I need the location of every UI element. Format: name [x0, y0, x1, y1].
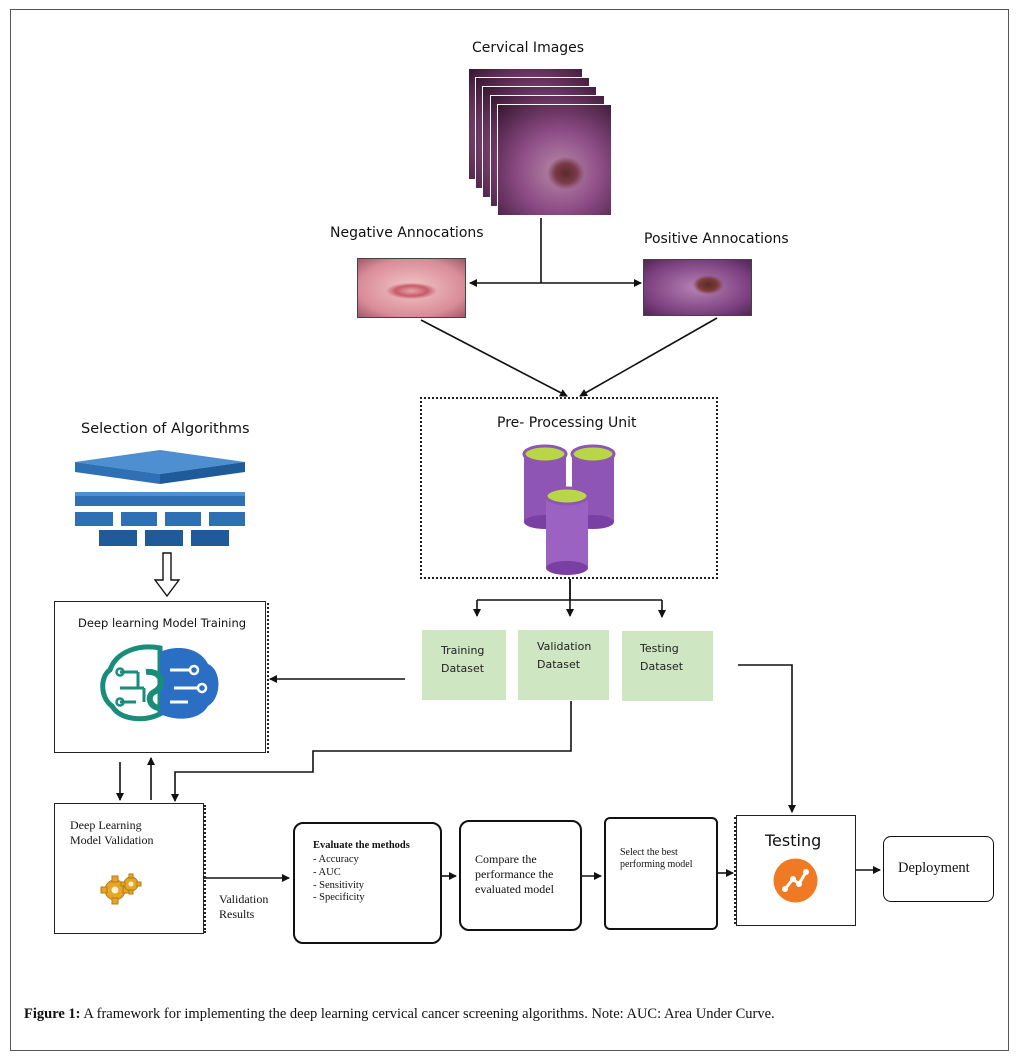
negative-annotation-image [357, 258, 466, 318]
caption-prefix: Figure 1: [24, 1006, 81, 1022]
model-validation-box [54, 803, 204, 934]
training-dataset-line1: Training [441, 644, 485, 657]
figure-caption: Figure 1: A framework for implementing t… [24, 1006, 775, 1023]
metric-sensitivity: - Sensitivity [313, 879, 365, 891]
positive-annotation-image [643, 259, 752, 316]
deployment-label: Deployment [898, 860, 970, 876]
model-validation-label: Deep Learning Model Validation [70, 818, 153, 848]
metric-specificity: - Specificity [313, 892, 365, 904]
testing-box-dotted-edge [734, 817, 738, 924]
figure-frame [10, 9, 1009, 1051]
deployment-box: Deployment [883, 836, 994, 902]
negative-to-preprocessing-arrow [420, 319, 568, 397]
negative-annotations-label: Negative Annocations [330, 225, 484, 241]
validation-results-line1: Validation [219, 892, 269, 906]
cervical-images-stack [468, 68, 612, 218]
evaluate-methods-title: Evaluate the methods [313, 840, 410, 851]
training-dataset-line2: Dataset [441, 662, 485, 675]
validation-dataset-to-validation-arrow [171, 701, 572, 802]
compare-performance-text: Compare the performance the evaluated mo… [475, 852, 554, 897]
metric-auc: - AUC [313, 866, 341, 878]
selection-algorithms-label: Selection of Algorithms [81, 421, 250, 437]
validation-results-line2: Results [219, 907, 255, 921]
compare-line3: evaluated model [475, 882, 554, 896]
caption-text: A framework for implementing the deep le… [80, 1006, 775, 1022]
validation-box-dotted-edge [201, 805, 206, 933]
model-validation-line1: Deep Learning [70, 818, 142, 832]
preprocessing-unit-box [420, 397, 718, 579]
cervical-images-label: Cervical Images [472, 40, 585, 56]
positive-to-preprocessing-arrow [579, 317, 718, 397]
selection-to-training-hollow-arrow [153, 552, 181, 598]
select-line1: Select the best [620, 847, 678, 858]
validation-dataset-box: Validation Dataset [518, 630, 609, 700]
database-cylinders-icon [522, 444, 616, 575]
testing-dataset-to-testing-arrow [738, 664, 796, 813]
validation-results-label: Validation Results [219, 892, 268, 922]
compare-performance-box: Compare the performance the evaluated mo… [459, 820, 582, 931]
testing-analytics-icon [773, 858, 818, 903]
testing-dataset-line1: Testing [640, 642, 679, 655]
positive-annotations-label: Positive Annocations [644, 231, 789, 247]
algorithm-layers-icon [75, 450, 245, 546]
model-training-label: Deep learning Model Training [78, 616, 247, 630]
preprocessing-unit-label: Pre- Processing Unit [497, 415, 637, 431]
metric-accuracy: - Accuracy [313, 854, 359, 865]
select-best-model-box: Select the best performing model [604, 817, 718, 930]
testing-dataset-line2: Dataset [640, 660, 684, 673]
select-best-model-text: Select the best performing model [620, 847, 692, 871]
model-training-box [54, 601, 266, 753]
training-dataset-box: Training Dataset [422, 630, 506, 700]
testing-label: Testing [765, 831, 822, 850]
compare-line2: performance the [475, 867, 554, 881]
validation-dataset-line1: Validation [537, 640, 592, 653]
compare-line1: Compare the [475, 852, 537, 866]
select-line2: performing model [620, 859, 693, 870]
evaluate-methods-box: Evaluate the methods - Accuracy - AUC - … [293, 822, 442, 944]
gears-icon [100, 873, 142, 905]
model-validation-line2: Model Validation [70, 833, 154, 847]
testing-dataset-box: Testing Dataset [622, 631, 713, 701]
validation-dataset-line2: Dataset [537, 658, 581, 671]
training-box-dotted-edge [264, 603, 269, 753]
evaluate-methods-list: - Accuracy - AUC - Sensitivity - Specifi… [313, 854, 365, 905]
brain-circuit-icon [100, 644, 219, 722]
